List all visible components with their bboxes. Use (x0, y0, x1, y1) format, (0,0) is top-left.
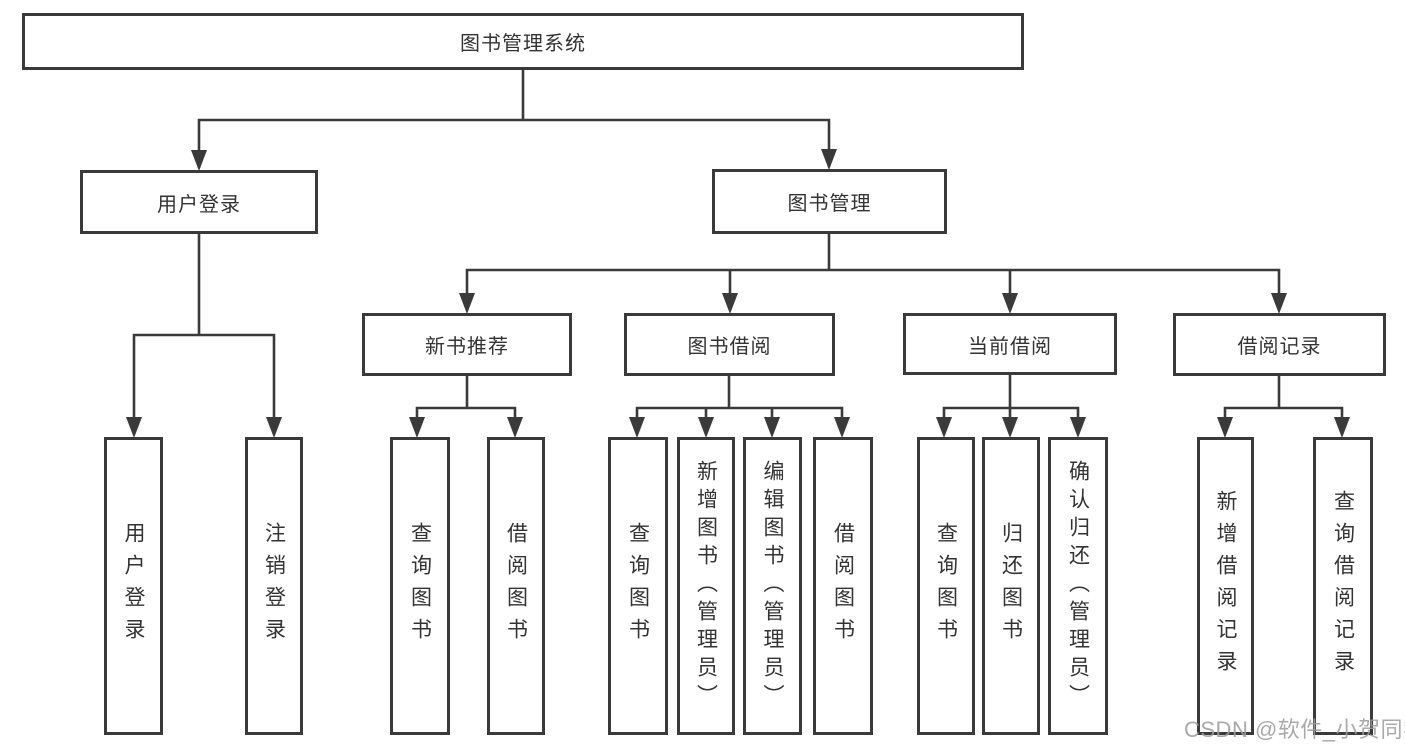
arrowhead (409, 417, 425, 438)
node-label: 确认归还（管理员） (1066, 460, 1090, 712)
arrowhead (1002, 293, 1018, 314)
node-leaf-add-borrow-record: 新增借阅记录 (1197, 437, 1254, 735)
node-label: 新增借阅记录 (1214, 490, 1237, 682)
arrowhead (1334, 417, 1350, 438)
node-leaf-query-book-3: 查询图书 (917, 437, 975, 735)
node-leaf-logout: 注销登录 (245, 437, 303, 735)
node-new-book-recommend: 新书推荐 (362, 313, 572, 376)
arrowhead (1070, 417, 1086, 438)
node-library-management-system: 图书管理系统 (22, 13, 1024, 70)
arrowhead (1217, 417, 1233, 438)
arrowhead (698, 417, 714, 438)
node-leaf-borrow-book-2: 借阅图书 (813, 437, 873, 735)
connector-userlogin-to-leaves (132, 233, 276, 434)
arrowhead (936, 417, 952, 438)
arrowhead (1002, 417, 1018, 438)
node-label: 查询借阅记录 (1331, 490, 1355, 682)
arrowhead (507, 417, 523, 438)
node-leaf-query-book-1: 查询图书 (390, 437, 450, 735)
node-label: 注销登录 (262, 522, 286, 650)
node-book-management: 图书管理 (712, 169, 947, 234)
node-label: 图书管理 (787, 193, 872, 215)
arrowhead (629, 417, 645, 438)
arrowhead (834, 417, 850, 438)
connector-bookmgmt-to-level3 (465, 234, 1281, 310)
arrowhead (821, 149, 837, 170)
node-book-borrow: 图书借阅 (624, 313, 835, 376)
node-label: 用户登录 (122, 522, 145, 650)
connector-bookborrow-to-leaves (635, 376, 844, 434)
node-label: 查询图书 (626, 522, 650, 650)
node-label: 新书推荐 (425, 336, 509, 358)
node-label: 借阅图书 (831, 522, 855, 650)
node-label: 查询图书 (934, 522, 958, 650)
node-label: 归还图书 (999, 522, 1023, 650)
arrowhead (191, 150, 207, 171)
node-label: 图书管理系统 (460, 33, 586, 55)
node-leaf-edit-book-admin: 编辑图书（管理员） (743, 437, 802, 735)
node-leaf-add-book-admin: 新增图书（管理员） (677, 437, 735, 735)
node-label: 编辑图书（管理员） (761, 460, 784, 712)
connector-root-to-level2 (197, 69, 831, 168)
connector-newbookrec-to-leaves (415, 376, 517, 434)
node-leaf-confirm-return-admin: 确认归还（管理员） (1048, 437, 1108, 735)
connector-borrowrecord-to-leaves (1223, 376, 1344, 434)
arrowhead (266, 417, 282, 438)
arrowhead (722, 293, 738, 314)
node-leaf-return-book: 归还图书 (982, 437, 1040, 735)
node-label: 当前借阅 (968, 335, 1052, 358)
node-label: 借阅图书 (504, 522, 528, 650)
node-current-borrow: 当前借阅 (903, 313, 1117, 375)
connector-currentborrow-to-leaves (942, 375, 1080, 434)
csdn-watermark: CSDN @软件_小贺同学 (1184, 717, 1405, 742)
arrowhead (459, 293, 475, 314)
node-leaf-query-borrow-record: 查询借阅记录 (1313, 437, 1373, 735)
node-label: 图书借阅 (687, 336, 772, 358)
node-label: 新增图书（管理员） (694, 460, 718, 712)
node-user-login: 用户登录 (80, 170, 318, 234)
node-leaf-query-book-2: 查询图书 (608, 437, 668, 735)
arrowhead (126, 417, 142, 438)
node-borrow-record: 借阅记录 (1173, 313, 1386, 376)
node-label: 借阅记录 (1237, 336, 1322, 358)
arrowhead (764, 417, 780, 438)
node-label: 用户登录 (157, 193, 241, 216)
node-leaf-borrow-book-1: 借阅图书 (487, 437, 545, 735)
node-label: 查询图书 (408, 522, 432, 650)
arrowhead (1271, 293, 1287, 314)
node-leaf-user-login: 用户登录 (104, 437, 163, 735)
